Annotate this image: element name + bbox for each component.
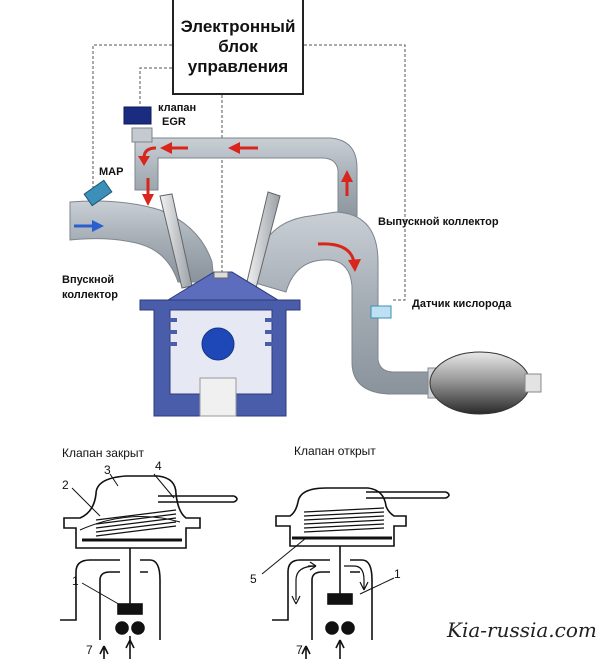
exhaust-pipe — [251, 211, 433, 395]
arrow-left-2 — [160, 142, 188, 154]
arrow-exhaust-turn — [317, 242, 361, 272]
connecting-rod — [199, 377, 237, 417]
callout-1-open: 1 — [394, 567, 401, 581]
intake-manifold-label-line2: коллектор — [62, 289, 118, 301]
ecu-label-line2: блок — [218, 36, 258, 56]
ecu-box: Электронный блок управления — [172, 0, 304, 95]
callout-4: 4 — [155, 459, 162, 473]
egr-return-pipe — [134, 137, 358, 223]
callout-2: 2 — [62, 478, 69, 492]
ecu-to-oxygen-sensor-wire — [304, 44, 406, 301]
exhaust-flow-arrows — [138, 142, 361, 272]
egr-system-diagram: клапан EGR MAP Выпускной коллектор Впуск… — [62, 44, 542, 417]
oxygen-sensor — [370, 305, 392, 319]
valve-open-diagram: Клапан открыт 5 1 7 — [250, 444, 450, 659]
engine-cylinder — [139, 271, 301, 417]
map-sensor — [83, 179, 113, 207]
watermark: Kia-russia.com — [447, 618, 597, 642]
ecu-to-map-wire — [92, 44, 172, 190]
arrow-corner — [138, 146, 157, 166]
ecu-to-egr-wire — [139, 67, 172, 104]
map-label: MAP — [99, 166, 123, 178]
callout-3: 3 — [104, 463, 111, 477]
control-wires — [92, 44, 406, 301]
ecu-label-line3: управления — [187, 56, 289, 76]
valve-closed-diagram: Клапан закрыт 4 3 2 1 7 — [60, 446, 238, 659]
egr-valve-label-line1: клапан — [158, 102, 196, 114]
callout-7-closed: 7 — [86, 643, 93, 657]
arrow-up-riser — [341, 170, 353, 196]
valve-open-label: Клапан открыт — [294, 444, 376, 458]
egr-valve-label-line2: EGR — [162, 116, 186, 128]
callout-7-open: 7 — [296, 643, 303, 657]
intake-flow-arrow — [74, 220, 104, 232]
valve-closed-label: Клапан закрыт — [62, 446, 145, 460]
callout-5: 5 — [250, 572, 257, 586]
catalytic-converter — [427, 351, 542, 415]
exhaust-manifold-label: Выпускной коллектор — [378, 216, 499, 228]
intake-manifold-label-line1: Впускной — [62, 274, 114, 286]
ecu-label-line1: Электронный — [180, 16, 296, 36]
arrow-down-egr — [142, 178, 154, 206]
oxygen-sensor-label: Датчик кислорода — [412, 298, 512, 310]
egr-valve-body — [131, 127, 153, 143]
arrow-left-1 — [228, 142, 258, 154]
callout-1-closed: 1 — [72, 574, 79, 588]
egr-valve-block — [123, 106, 152, 125]
intake-manifold — [69, 200, 215, 283]
piston-pin — [201, 327, 235, 361]
